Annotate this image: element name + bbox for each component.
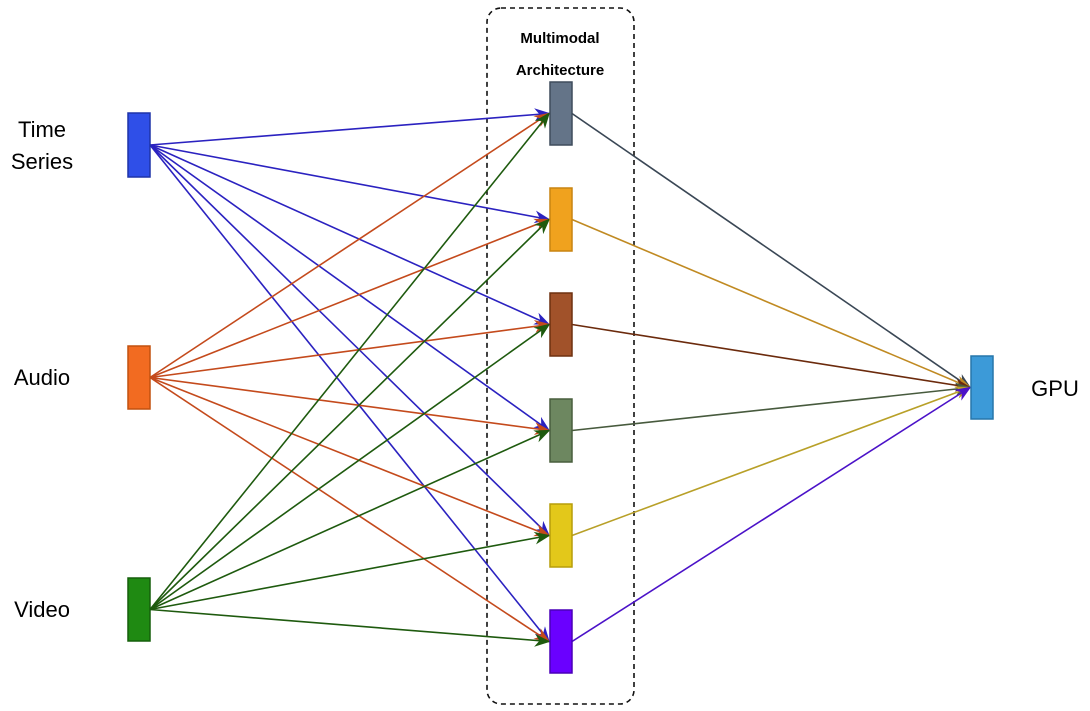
multimodal-architecture-group (486, 7, 635, 705)
group-title-line2: Architecture (516, 62, 604, 79)
input-label-time-series-line1: Time (18, 117, 66, 142)
middle-node-2 (549, 187, 573, 252)
edge-audio-to-node-5 (149, 376, 551, 537)
edge-time-series-to-node-6 (149, 144, 551, 643)
input-node-audio (127, 345, 151, 410)
middle-node-5 (549, 503, 573, 568)
edge-time-series-to-node-2 (149, 144, 551, 224)
edge-node-6-to-gpu (571, 386, 972, 643)
edge-video-to-node-2 (149, 218, 551, 611)
edge-video-to-node-5 (149, 531, 551, 611)
edges (149, 108, 972, 647)
edge-audio-to-node-1 (149, 112, 551, 379)
edge-video-to-node-6 (149, 608, 551, 647)
edge-time-series-to-node-3 (149, 144, 551, 326)
edge-audio-to-node-6 (149, 376, 551, 643)
edge-video-to-node-4 (149, 429, 551, 611)
group-title-line1: Multimodal (520, 30, 599, 47)
edge-node-1-to-gpu (571, 112, 972, 389)
edge-audio-to-node-3 (149, 320, 551, 379)
middle-node-1 (549, 81, 573, 146)
edge-audio-to-node-4 (149, 376, 551, 435)
edge-node-3-to-gpu (571, 323, 972, 392)
edge-time-series-to-node-5 (149, 144, 551, 537)
middle-node-4 (549, 398, 573, 463)
edge-node-4-to-gpu (571, 382, 972, 432)
input-node-video (127, 577, 151, 642)
output-label-gpu: GPU (1031, 376, 1079, 401)
edge-time-series-to-node-1 (149, 108, 551, 146)
edge-node-2-to-gpu (571, 218, 972, 389)
output-node-gpu (970, 355, 994, 420)
input-label-time-series-line2: Series (11, 149, 73, 174)
nodes (127, 81, 994, 674)
middle-node-3 (549, 292, 573, 357)
input-label-audio: Audio (14, 365, 70, 390)
edge-video-to-node-3 (149, 323, 551, 611)
edge-node-5-to-gpu (571, 386, 972, 537)
edge-time-series-to-node-4 (149, 144, 551, 432)
edge-video-to-node-1 (149, 112, 551, 611)
input-node-time-series (127, 112, 151, 178)
edge-audio-to-node-2 (149, 218, 551, 379)
input-label-video: Video (14, 597, 70, 622)
middle-node-6 (549, 609, 573, 674)
